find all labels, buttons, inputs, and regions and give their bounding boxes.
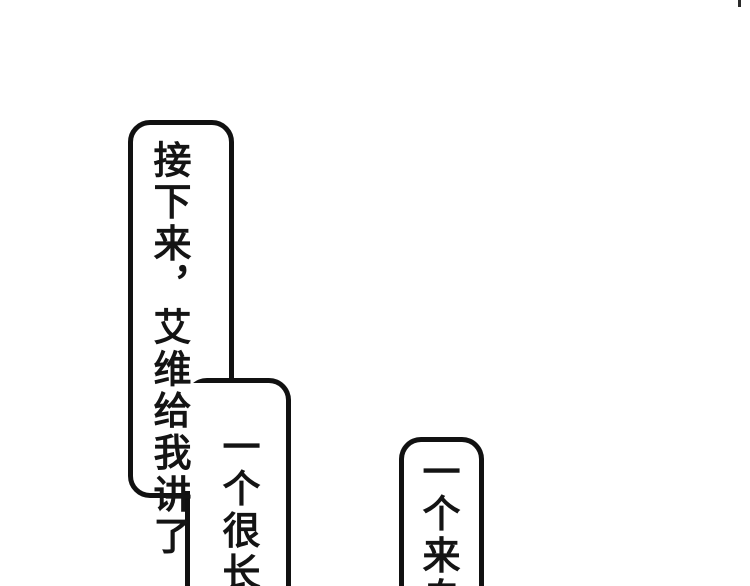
page-edge-mark	[738, 0, 741, 7]
bubble-overlap-mask-right	[190, 383, 239, 493]
speech-bubble-3	[399, 437, 484, 586]
speech-bubble-2-text: 一个很长的	[216, 427, 260, 586]
speech-bubble-3-text: 一个来自	[416, 452, 460, 586]
bubble-overlap-mask-left	[181, 383, 195, 491]
speech-bubble-1-text: 接下来，艾维给我讲了	[147, 140, 191, 558]
